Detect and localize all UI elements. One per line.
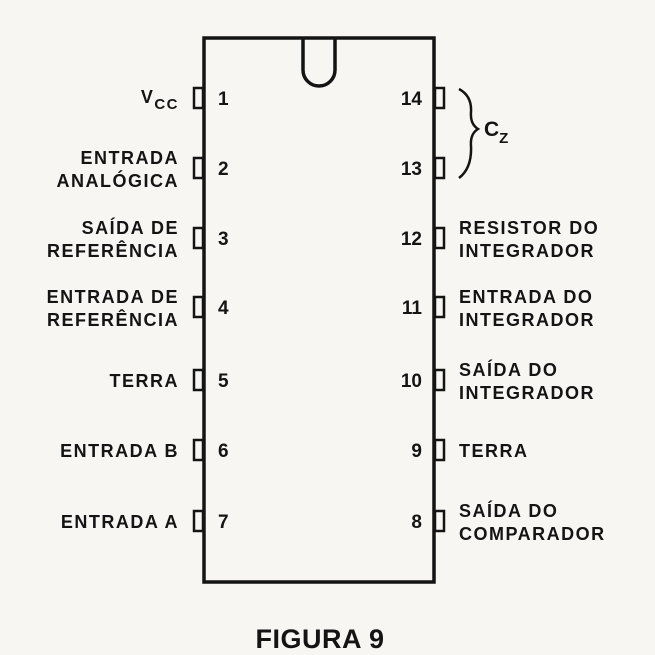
pin-1-label-main: V (141, 87, 155, 107)
pin-4-lead (192, 295, 205, 319)
pin-10-label-line-1: SAÍDA DO (459, 359, 558, 380)
pin-12-number: 12 (401, 229, 422, 250)
capacitor-label-main: C (484, 118, 499, 141)
pin-11-label-line-2: INTEGRADOR (459, 310, 595, 330)
ic-notch (301, 38, 337, 88)
pin-14: 14 (401, 86, 446, 110)
pin-4-label-line-1: ENTRADA DE (47, 287, 179, 307)
pin-6-label: ENTRADA B (60, 441, 179, 461)
pin-9-number: 9 (411, 441, 422, 462)
pin-3-number: 3 (218, 229, 229, 250)
pin-3-label-line-1: SAÍDA DE (82, 217, 179, 238)
pin-3-lead (192, 226, 205, 250)
pin-5-lead (192, 368, 205, 392)
pin-10-number: 10 (401, 371, 422, 392)
capacitor-bracket (458, 87, 481, 179)
pin-9-label: TERRA (459, 441, 529, 461)
pin-4-label-line-2: REFERÊNCIA (47, 309, 179, 330)
capacitor-label: CZ (484, 118, 508, 147)
pin-13-number: 13 (401, 159, 422, 180)
pin-12-label-line-2: INTEGRADOR (459, 241, 595, 261)
pin-8: 8 SAÍDA DO COMPARADOR (411, 500, 606, 544)
pin-7-label: ENTRADA A (61, 512, 179, 532)
pin-7-number: 7 (218, 512, 229, 533)
pin-6-number: 6 (218, 441, 229, 462)
pin-5: 5 TERRA (110, 368, 229, 392)
figure-caption: FIGURA 9 (255, 624, 384, 654)
pin-5-number: 5 (218, 371, 229, 392)
pin-11: 11 ENTRADA DO INTEGRADOR (402, 287, 595, 330)
pin-13: 13 (401, 156, 446, 180)
pin-8-label-line-2: COMPARADOR (459, 524, 606, 544)
pin-2-number: 2 (218, 159, 229, 180)
pin-8-lead (433, 509, 446, 533)
pin-11-label-line-1: ENTRADA DO (459, 287, 593, 307)
pin-8-number: 8 (411, 512, 422, 533)
pin-2-label-line-2: ANALÓGICA (57, 170, 180, 191)
pin-6-lead (192, 438, 205, 462)
pin-1-label-sub: CC (154, 96, 179, 113)
pin-1-label: VCC (141, 87, 179, 113)
pin-10-lead (433, 368, 446, 392)
pin-7: 7 ENTRADA A (61, 509, 229, 533)
pin-14-lead (433, 86, 446, 110)
pin-1-lead (192, 86, 205, 110)
pin-11-number: 11 (402, 298, 423, 319)
pin-13-lead (433, 156, 446, 180)
pin-7-lead (192, 509, 205, 533)
pin-8-label-line-1: SAÍDA DO (459, 500, 558, 521)
pin-2-label-line-1: ENTRADA (81, 148, 180, 168)
pin-9: 9 TERRA (411, 438, 529, 462)
pin-1: 1 VCC (141, 86, 229, 113)
pin-2-lead (192, 156, 205, 180)
pin-12-label-line-1: RESISTOR DO (459, 218, 599, 238)
capacitor-label-sub: Z (499, 130, 508, 147)
pin-5-label: TERRA (110, 371, 180, 391)
pin-10: 10 SAÍDA DO INTEGRADOR (401, 359, 595, 403)
pin-3-label-line-2: REFERÊNCIA (47, 240, 179, 261)
pin-10-label-line-2: INTEGRADOR (459, 383, 595, 403)
pin-11-lead (433, 295, 446, 319)
pin-1-number: 1 (218, 89, 229, 110)
pin-12-lead (433, 226, 446, 250)
pin-6: 6 ENTRADA B (60, 438, 229, 462)
pin-4-number: 4 (218, 298, 229, 319)
pin-14-number: 14 (401, 89, 423, 110)
pin-12: 12 RESISTOR DO INTEGRADOR (401, 218, 599, 261)
pin-9-lead (433, 438, 446, 462)
